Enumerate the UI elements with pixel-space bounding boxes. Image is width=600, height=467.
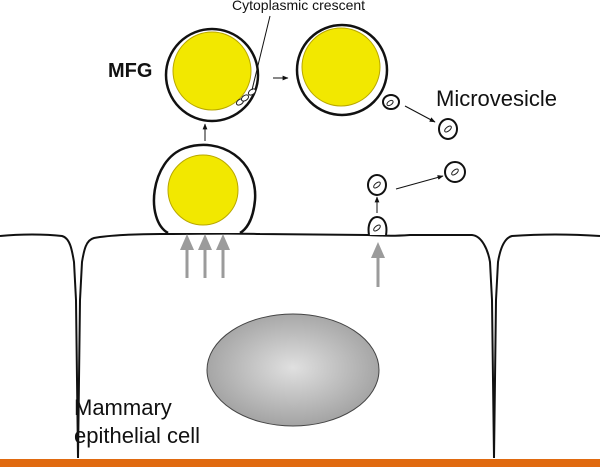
crescent-pointer: [251, 15, 271, 91]
apical-membrane: [0, 232, 600, 459]
microvesicle-budding-from-cell: [367, 215, 388, 236]
microvesicle-3: [367, 174, 387, 196]
nucleus: [206, 313, 380, 427]
mfg-with-bud-lipid: [301, 27, 381, 107]
arrow-to-microvesicle: [404, 105, 436, 123]
basement-membrane: [0, 459, 600, 467]
mfg-lipid-droplet: [172, 31, 252, 111]
label-cell-line1: Mammary: [74, 395, 172, 420]
label-cell-line2: epithelial cell: [74, 423, 200, 448]
bud-organelle: [386, 99, 394, 107]
microvesicle-2: [444, 161, 466, 183]
microvesicle-1: [438, 118, 458, 140]
label-microvesicle: Microvesicle: [436, 86, 558, 111]
label-cytoplasmic-crescent: Cytoplasmic crescent: [232, 0, 366, 13]
upward-transport-arrows: [180, 234, 385, 287]
budding-lipid-droplet: [167, 154, 239, 226]
arrow-to-free-vesicle: [395, 175, 444, 190]
label-mfg: MFG: [108, 60, 153, 82]
cytoplasmic-crescent-organelles: [235, 88, 257, 106]
